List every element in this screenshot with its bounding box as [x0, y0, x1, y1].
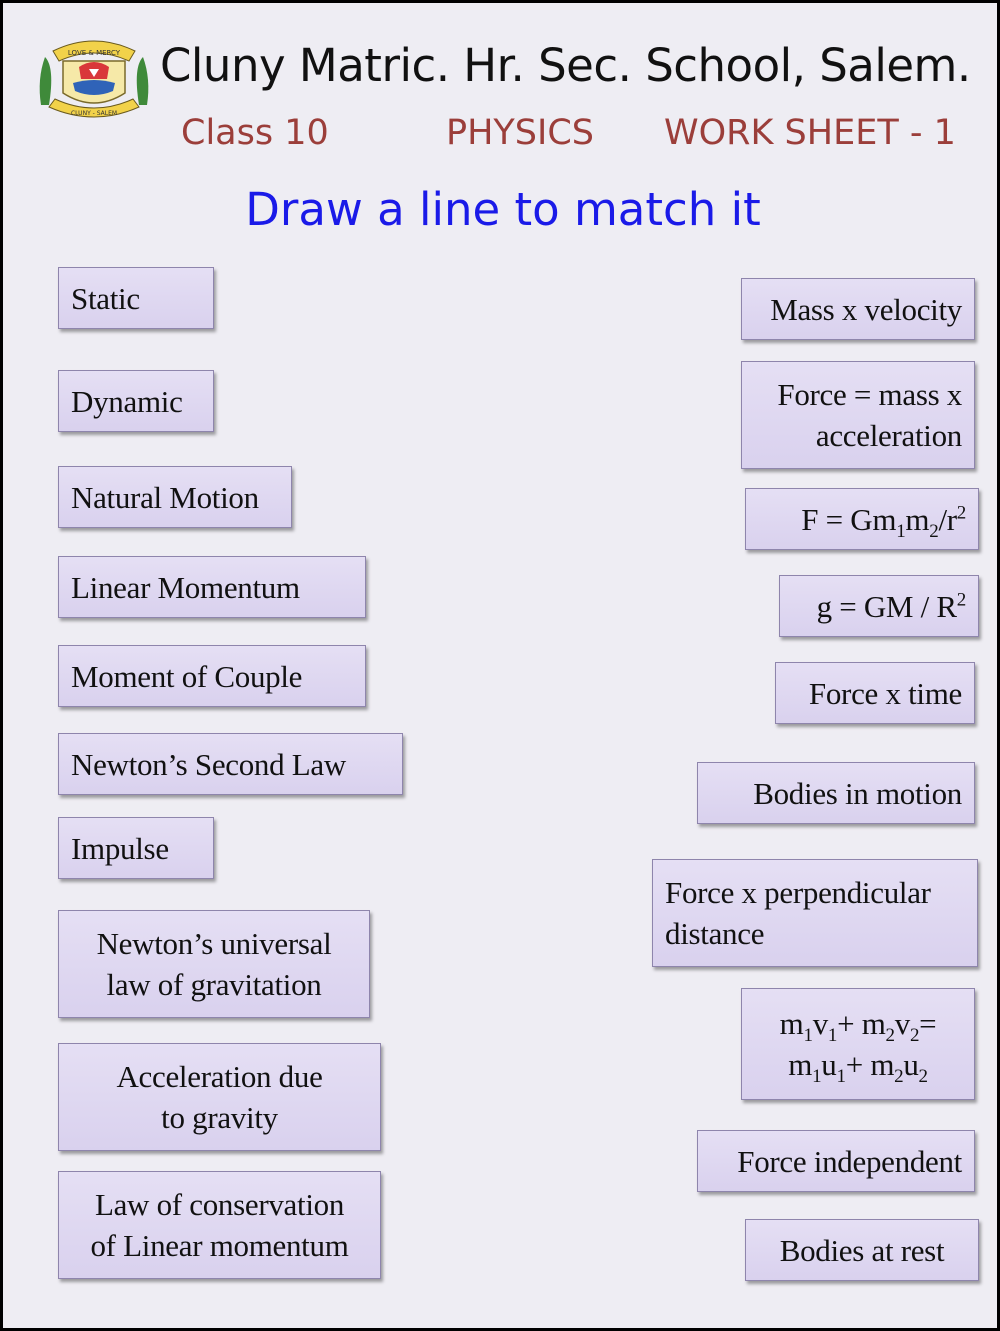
left-card-text: Law of conservation — [94, 1187, 345, 1222]
right-card-text: Force x time — [808, 675, 962, 711]
left-card-dynamic[interactable]: Dynamic — [58, 370, 214, 432]
right-card-text: Force x perpendicular — [665, 875, 931, 910]
left-card-acceleration-due-to-gravity[interactable]: Acceleration due to gravity — [58, 1043, 381, 1151]
left-card-impulse[interactable]: Impulse — [58, 817, 214, 879]
right-card-force-independent[interactable]: Force independent — [697, 1130, 975, 1192]
left-card-text: Impulse — [71, 830, 169, 866]
logo-bottom-text: CLUNY - SALEM — [71, 110, 117, 117]
left-card-text: Moment of Couple — [71, 658, 303, 694]
left-card-text: Acceleration due — [116, 1059, 323, 1094]
left-card-text: Static — [71, 280, 140, 316]
right-card-mass-velocity[interactable]: Mass x velocity — [741, 278, 975, 340]
right-card-force-time[interactable]: Force x time — [775, 662, 975, 724]
right-card-text: acceleration — [815, 418, 962, 453]
right-card-bodies-in-motion[interactable]: Bodies in motion — [697, 762, 975, 824]
right-card-text: Force independent — [737, 1143, 962, 1179]
left-card-text: law of gravitation — [106, 967, 322, 1002]
left-card-natural-motion[interactable]: Natural Motion — [58, 466, 292, 528]
left-card-newtons-second-law[interactable]: Newton’s Second Law — [58, 733, 403, 795]
right-card-text: distance — [665, 916, 765, 951]
left-card-text: Newton’s universal — [96, 926, 332, 961]
right-card-gravity-formula[interactable]: g = GM / R2 — [779, 575, 979, 637]
right-card-force-mass-acceleration[interactable]: Force = mass x acceleration — [741, 361, 975, 469]
right-card-text: Bodies at rest — [779, 1232, 945, 1268]
left-card-conservation-linear-momentum[interactable]: Law of conservation of Linear momentum — [58, 1171, 381, 1279]
right-card-bodies-at-rest[interactable]: Bodies at rest — [745, 1219, 979, 1281]
left-card-text: Newton’s Second Law — [71, 746, 346, 782]
right-card-text: Mass x velocity — [770, 291, 962, 327]
conservation-formula-line2: m1u1+ m2u2 — [788, 1047, 928, 1088]
conservation-formula-line1: m1v1+ m2v2= — [779, 1006, 937, 1047]
worksheet-page: LOVE & MERCY CLUNY - SALEM Cluny Matric.… — [3, 3, 997, 1328]
gravity-formula: g = GM / R2 — [816, 588, 967, 624]
right-card-text: Bodies in motion — [753, 775, 962, 811]
left-card-text: to gravity — [161, 1100, 278, 1135]
right-card-momentum-conservation-formula[interactable]: m1v1+ m2v2= m1u1+ m2u2 — [741, 988, 975, 1100]
school-name: Cluny Matric. Hr. Sec. School, Salem. — [160, 39, 971, 92]
right-card-force-perpendicular-distance[interactable]: Force x perpendicular distance — [652, 859, 978, 967]
left-card-linear-momentum[interactable]: Linear Momentum — [58, 556, 366, 618]
left-card-text: Dynamic — [71, 383, 183, 419]
instruction-text: Draw a line to match it — [245, 183, 761, 236]
right-card-text: Force = mass x — [777, 377, 962, 412]
logo-top-text: LOVE & MERCY — [68, 49, 121, 57]
subject-label: PHYSICS — [446, 113, 594, 153]
worksheet-label: WORK SHEET - 1 — [664, 113, 956, 153]
left-card-universal-gravitation[interactable]: Newton’s universal law of gravitation — [58, 910, 370, 1018]
right-card-gravitation-formula[interactable]: F = Gm1m2/r2 — [745, 488, 979, 550]
gravitation-formula: F = Gm1m2/r2 — [801, 501, 966, 542]
class-label: Class 10 — [181, 113, 329, 153]
left-card-text: of Linear momentum — [90, 1228, 349, 1263]
left-card-text: Natural Motion — [71, 479, 259, 515]
left-card-text: Linear Momentum — [71, 569, 300, 605]
left-card-static[interactable]: Static — [58, 267, 214, 329]
school-crest-logo: LOVE & MERCY CLUNY - SALEM — [39, 40, 149, 118]
left-card-moment-of-couple[interactable]: Moment of Couple — [58, 645, 366, 707]
